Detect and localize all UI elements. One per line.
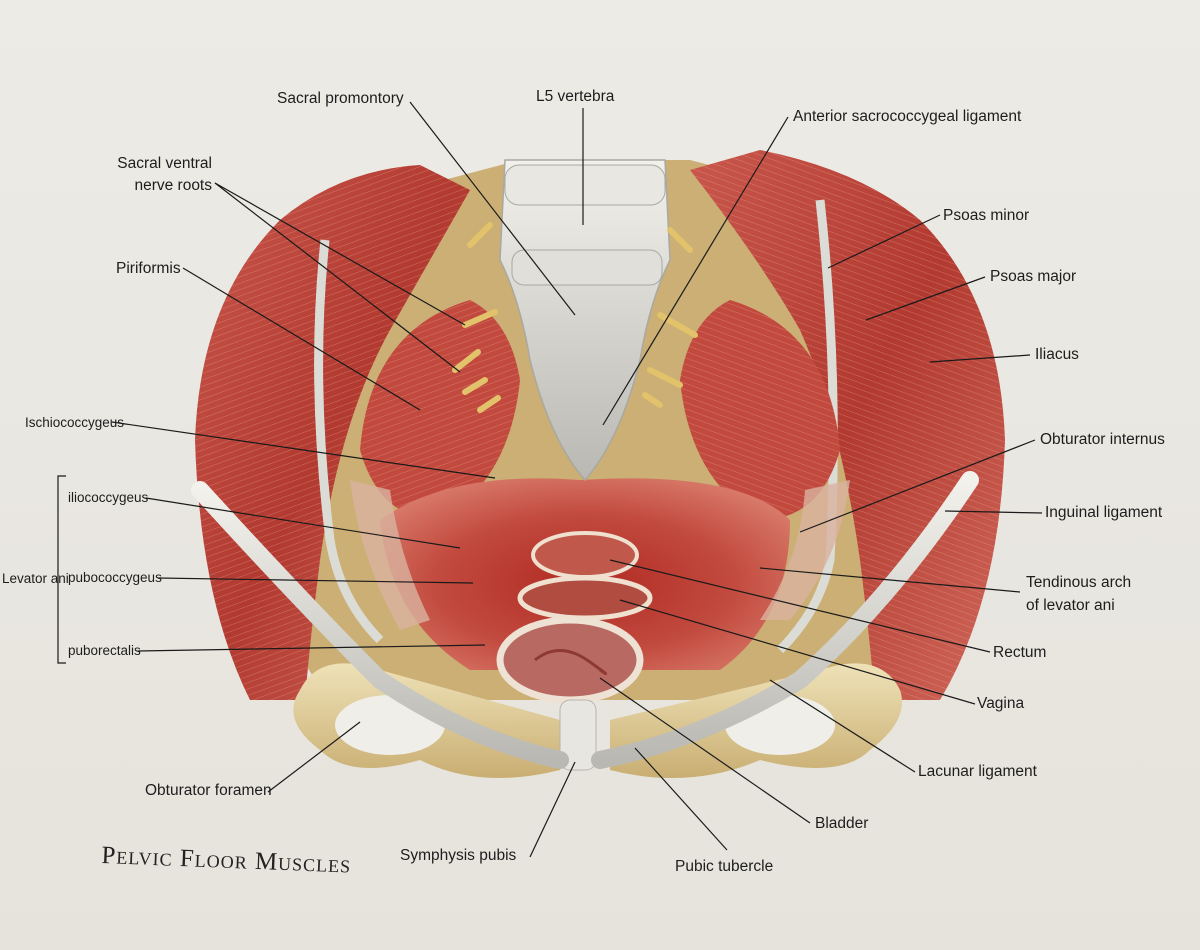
label-rectum: Rectum — [993, 644, 1047, 661]
label-sacral-ventral-nerve-roots-1: Sacral ventral — [117, 155, 212, 172]
label-iliacus: Iliacus — [1035, 346, 1079, 363]
label-pubic-tubercle: Pubic tubercle — [675, 858, 774, 875]
label-levator-ani: Levator ani — [2, 571, 69, 586]
label-puborectalis: puborectalis — [68, 643, 141, 658]
label-anterior-sacrococcygeal-ligament: Anterior sacrococcygeal ligament — [793, 108, 1022, 125]
label-psoas-minor: Psoas minor — [943, 207, 1030, 224]
label-symphysis-pubis: Symphysis pubis — [400, 847, 517, 864]
label-vagina: Vagina — [977, 695, 1025, 712]
leader-lines — [111, 101, 1043, 858]
left-psoas-minor-tendon — [314, 239, 384, 644]
label-psoas-major: Psoas major — [990, 268, 1077, 285]
label-tendinous-arch-1: Tendinous arch — [1026, 574, 1132, 591]
label-ischiococcygeus: Ischiococcygeus — [25, 415, 125, 430]
label-obturator-foramen: Obturator foramen — [145, 782, 272, 799]
label-l5-vertebra: L5 vertebra — [536, 88, 615, 105]
sacral-nerve-roots — [452, 222, 698, 413]
left-inguinal-ligament — [191, 481, 569, 769]
label-lacunar-ligament: Lacunar ligament — [918, 763, 1037, 780]
label-iliococcygeus: iliococcygeus — [68, 490, 149, 505]
label-sacral-promontory: Sacral promontory — [277, 90, 404, 107]
l5-vertebra-shape — [504, 164, 666, 206]
label-obturator-internus: Obturator internus — [1040, 431, 1165, 448]
label-piriformis: Piriformis — [116, 260, 181, 277]
label-inguinal-ligament: Inguinal ligament — [1045, 504, 1163, 521]
label-sacral-ventral-nerve-roots-2: nerve roots — [134, 177, 212, 194]
rectum-shape — [531, 531, 639, 579]
sacrum-shape — [499, 159, 671, 482]
bladder-shape — [496, 616, 644, 704]
label-bladder: Bladder — [815, 815, 869, 832]
label-tendinous-arch-2: of levator ani — [1026, 597, 1115, 614]
vagina-shape — [517, 575, 653, 621]
symphysis-pubis-shape — [559, 699, 597, 771]
levator-ani-bracket — [57, 475, 66, 664]
right-inguinal-ligament — [591, 471, 979, 769]
label-pubococcygeus: pubococcygeus — [68, 570, 162, 585]
